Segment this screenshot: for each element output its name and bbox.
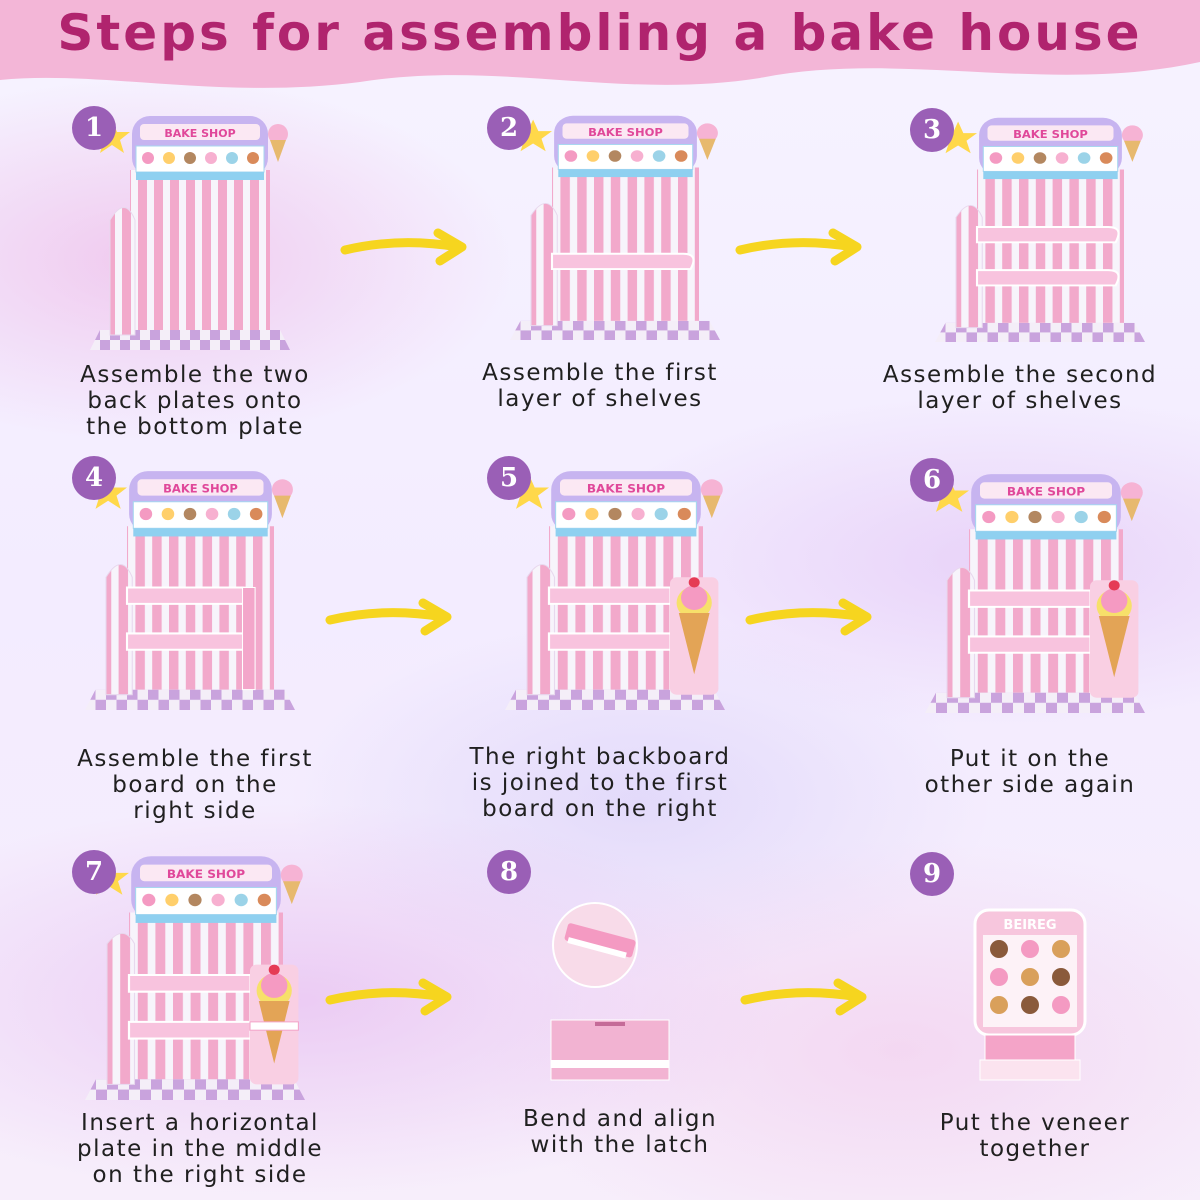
title-banner: Steps for assembling a bake house <box>0 0 1200 100</box>
side-plate <box>526 564 556 696</box>
step-number-badge: 9 <box>910 852 954 896</box>
step-number-badge: 7 <box>72 850 116 894</box>
floor-plate <box>90 330 290 350</box>
step-illustration: BAKE SHOP <box>505 465 725 710</box>
back-plate <box>552 167 699 321</box>
step-illustration: BAKE SHOP <box>510 110 720 340</box>
step-caption: Put the veneer together <box>939 1110 1131 1162</box>
step-caption: The right backboard is joined to the fir… <box>469 744 731 822</box>
floor-plate <box>925 692 1145 713</box>
side-plate <box>946 567 976 699</box>
step-illustration: BEIREG <box>965 905 1095 1085</box>
back-plate <box>977 169 1124 323</box>
menu-brand: BEIREG <box>1003 918 1056 933</box>
star-decoration <box>939 121 977 154</box>
step-caption: Insert a horizontal plate in the middle … <box>77 1110 323 1188</box>
shelf <box>125 586 256 605</box>
floor-plate <box>510 320 720 340</box>
arrow-right-icon <box>325 975 455 1020</box>
step-caption: Bend and align with the latch <box>522 1106 718 1158</box>
shelf <box>547 586 684 605</box>
step-number-badge: 2 <box>487 106 531 150</box>
side-plate <box>105 564 133 696</box>
step-caption: Assemble the two back plates onto the bo… <box>80 362 310 440</box>
star-decoration <box>509 475 549 509</box>
shelf <box>127 973 264 993</box>
step-caption: Assemble the first layer of shelves <box>482 360 718 412</box>
sign-text: BAKE SHOP <box>164 127 235 140</box>
step-number-badge: 4 <box>72 456 116 500</box>
shelf <box>550 252 695 271</box>
sign-text: BAKE SHOP <box>1007 485 1086 498</box>
menu-stand <box>984 1034 1076 1061</box>
shelf <box>967 589 1104 608</box>
floor-plate <box>85 689 295 710</box>
sign-text: BAKE SHOP <box>587 482 666 495</box>
side-plate <box>530 202 558 327</box>
banner-background <box>0 0 1200 88</box>
step-number-badge: 6 <box>910 458 954 502</box>
step-number-badge: 8 <box>487 850 531 894</box>
arrow-right-icon <box>735 225 865 270</box>
star-decoration <box>929 478 969 512</box>
shelf <box>975 226 1120 244</box>
step-number-badge: 5 <box>487 456 531 500</box>
arrow-right-icon <box>740 975 870 1020</box>
step-illustration <box>545 900 675 1100</box>
arrow-right-icon <box>325 595 455 640</box>
side-plate <box>106 932 136 1085</box>
step-illustration: BAKE SHOP <box>85 465 295 710</box>
step-illustration: BAKE SHOP <box>935 112 1145 342</box>
sign-text: BAKE SHOP <box>167 867 246 881</box>
step-caption: Assemble the first board on the right si… <box>77 746 313 824</box>
sign-text: BAKE SHOP <box>1013 128 1088 140</box>
step-number-badge: 1 <box>72 106 116 150</box>
step-caption: Put it on the other side again <box>924 746 1136 798</box>
sign-text: BAKE SHOP <box>588 126 663 138</box>
step-illustration: BAKE SHOP <box>90 110 290 350</box>
back-plate <box>130 170 270 330</box>
side-plate <box>955 204 983 329</box>
floor-plate <box>85 1079 305 1100</box>
arrow-right-icon <box>340 225 470 270</box>
step-caption: Assemble the second layer of shelves <box>882 362 1158 414</box>
page-title: Steps for assembling a bake house <box>57 4 1143 62</box>
shelf <box>975 269 1120 287</box>
step-illustration: BAKE SHOP <box>925 468 1145 713</box>
sign-text: BAKE SHOP <box>163 482 238 496</box>
floor-plate <box>505 689 725 710</box>
arrow-right-icon <box>745 595 875 640</box>
step-number-badge: 3 <box>910 108 954 152</box>
latch-box <box>550 1019 670 1081</box>
shelf <box>127 1020 264 1040</box>
shelf <box>125 632 256 651</box>
shelf <box>547 632 684 651</box>
side-plate <box>109 207 136 336</box>
floor-plate <box>935 322 1145 342</box>
shelf <box>967 635 1104 654</box>
step-illustration: BAKE SHOP <box>85 850 305 1100</box>
